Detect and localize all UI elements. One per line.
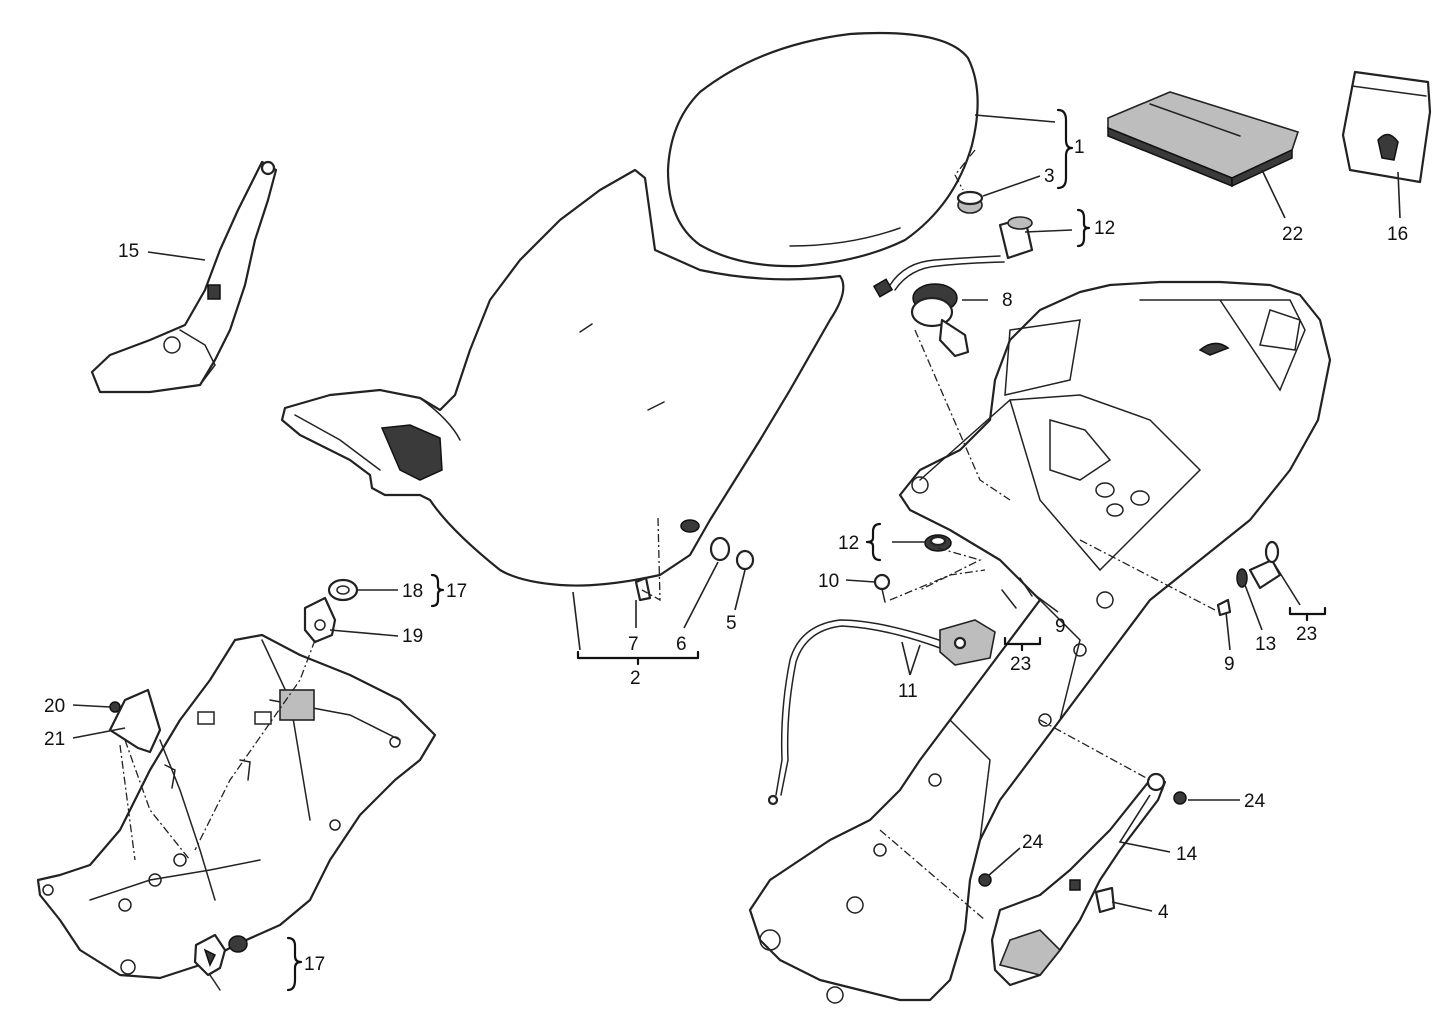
part-24-screws <box>978 791 1187 887</box>
part-14-side-cover <box>990 772 1167 987</box>
callout-23-right: 23 <box>1296 624 1317 645</box>
callout-23-left: 23 <box>1010 654 1031 675</box>
part-18-19-nut-bracket <box>303 578 359 644</box>
part-4-clip <box>1094 886 1116 914</box>
callout-10: 10 <box>818 571 839 592</box>
part-3-rubber-pad <box>956 190 984 214</box>
callout-6: 6 <box>676 634 687 655</box>
callout-16: 16 <box>1387 224 1408 245</box>
callout-21: 21 <box>44 729 65 750</box>
part-12-power-socket <box>872 216 1034 298</box>
callout-7: 7 <box>628 634 639 655</box>
callout-24-right: 24 <box>1244 791 1266 812</box>
braces <box>286 108 1327 992</box>
part-16-document-bag <box>1341 70 1432 184</box>
callout-8: 8 <box>1002 290 1013 311</box>
part-12-grommet <box>924 534 952 552</box>
callout-5: 5 <box>726 613 737 634</box>
part-5-6-7-fasteners <box>634 519 755 602</box>
callout-18: 18 <box>402 581 423 602</box>
callout-12-top: 12 <box>1094 218 1115 239</box>
part-1-seat <box>666 31 979 268</box>
part-15-grab-handle <box>90 160 278 394</box>
callout-4: 4 <box>1158 902 1169 923</box>
undertray <box>36 633 437 980</box>
callout-17-bottom: 17 <box>304 954 325 975</box>
callout-1: 1 <box>1074 137 1085 158</box>
callout-24-left: 24 <box>1022 832 1044 853</box>
part-2-seat-assembly <box>280 168 845 587</box>
part-11-seat-lock-cable <box>767 619 996 806</box>
callout-3: 3 <box>1044 166 1055 187</box>
part-8-socket-cap <box>910 283 970 358</box>
part-9-13-23-pins <box>1001 540 1282 617</box>
callout-19: 19 <box>402 626 423 647</box>
callouts: 1 3 12 8 22 16 15 12 10 9 23 11 9 13 23 … <box>44 137 1408 975</box>
callout-14: 14 <box>1176 844 1198 865</box>
callout-2: 2 <box>630 668 641 689</box>
callout-20: 20 <box>44 696 65 717</box>
callout-13: 13 <box>1255 634 1276 655</box>
callout-9-right: 9 <box>1224 654 1235 675</box>
callout-11: 11 <box>898 681 918 702</box>
part-10-clip <box>873 573 891 603</box>
callout-9-left: 9 <box>1055 616 1066 637</box>
callout-15: 15 <box>118 241 139 262</box>
callout-12-bottom: 12 <box>838 533 859 554</box>
part-22-owners-manual <box>1107 91 1300 188</box>
alignment-lines <box>119 149 1216 921</box>
part-17-key-and-nut <box>193 933 248 991</box>
callout-22: 22 <box>1282 224 1303 245</box>
callout-17-top: 17 <box>446 581 467 602</box>
leader-lines <box>72 114 1401 912</box>
part-20-21-plate <box>108 688 162 754</box>
